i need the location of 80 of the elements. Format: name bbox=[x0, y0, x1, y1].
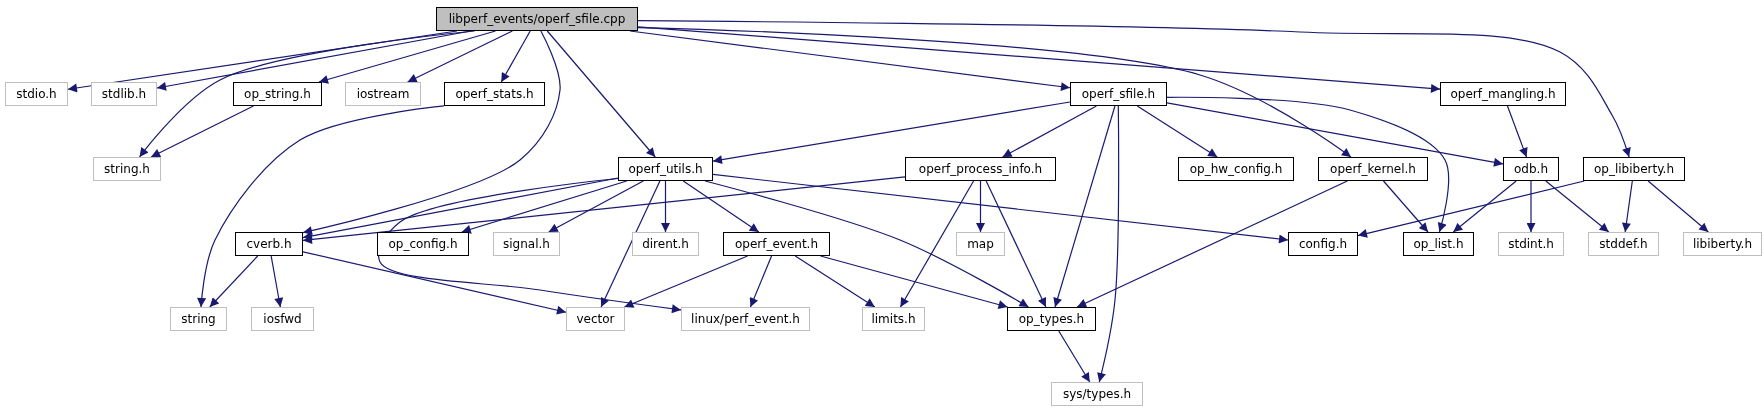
header-file-node: operf_stats.h bbox=[444, 82, 545, 106]
include-arrow bbox=[1506, 105, 1528, 158]
include-arrow bbox=[302, 177, 619, 241]
include-arrow bbox=[661, 180, 670, 233]
include-arrow bbox=[318, 30, 497, 84]
include-arrow bbox=[749, 255, 773, 308]
include-arrow bbox=[637, 26, 1441, 93]
include-arrow bbox=[1002, 105, 1097, 158]
header-file-node: operf_event.h bbox=[723, 232, 830, 256]
include-arrow bbox=[1136, 105, 1218, 158]
include-arrow bbox=[1647, 180, 1709, 233]
include-arrow bbox=[209, 255, 259, 308]
header-file-node: signal.h bbox=[493, 232, 560, 256]
include-arrow bbox=[1166, 102, 1504, 167]
header-file-node: cverb.h bbox=[235, 232, 303, 256]
header-file-node: operf_sfile.h bbox=[1070, 82, 1167, 106]
include-arrow bbox=[378, 177, 682, 314]
include-arrow bbox=[637, 20, 1631, 158]
include-arrow bbox=[546, 30, 656, 158]
header-file-node: operf_process_info.h bbox=[905, 157, 1056, 181]
include-arrow bbox=[1545, 180, 1610, 233]
include-arrow bbox=[712, 101, 1071, 165]
include-arrow bbox=[976, 180, 985, 233]
include-arrow bbox=[407, 30, 513, 83]
header-file-node: stdlib.h bbox=[91, 82, 157, 106]
header-file-node: stddef.h bbox=[1588, 232, 1659, 256]
include-arrow bbox=[302, 176, 906, 244]
header-file-node: operf_kernel.h bbox=[1318, 157, 1428, 181]
include-arrow bbox=[1357, 180, 1585, 238]
header-file-node: stdio.h bbox=[5, 82, 68, 106]
header-file-node: libiberty.h bbox=[1683, 232, 1762, 256]
header-file-node: config.h bbox=[1288, 232, 1358, 256]
include-arrow bbox=[1076, 180, 1348, 308]
header-file-node: vector bbox=[566, 307, 625, 331]
include-arrow bbox=[623, 255, 749, 308]
include-arrow bbox=[150, 105, 254, 158]
include-arrow bbox=[637, 26, 1352, 158]
header-file-node: op_hw_config.h bbox=[1178, 157, 1294, 181]
header-file-node: limits.h bbox=[862, 307, 925, 331]
header-file-node: linux/perf_event.h bbox=[681, 307, 810, 331]
include-arrow bbox=[794, 255, 876, 308]
header-file-node: string bbox=[170, 307, 227, 331]
include-arrow bbox=[600, 180, 661, 308]
header-file-node: map bbox=[956, 232, 1005, 256]
header-file-node: operf_mangling.h bbox=[1440, 82, 1566, 106]
include-arrow bbox=[1382, 180, 1429, 233]
include-arrow bbox=[1053, 105, 1116, 308]
include-arrow bbox=[197, 105, 445, 308]
include-arrow bbox=[1097, 105, 1120, 383]
header-file-node: dirent.h bbox=[632, 232, 699, 256]
header-file-node: sys/types.h bbox=[1051, 382, 1143, 406]
include-arrow bbox=[500, 30, 531, 83]
include-arrow bbox=[712, 173, 1289, 244]
include-arrow bbox=[302, 251, 567, 315]
header-file-node: op_string.h bbox=[233, 82, 322, 106]
header-file-node: op_types.h bbox=[1007, 307, 1096, 331]
include-arrow bbox=[819, 255, 1009, 309]
include-arrow bbox=[1526, 180, 1536, 233]
header-file-node: op_list.h bbox=[1403, 232, 1474, 256]
include-arrow bbox=[1166, 96, 1450, 233]
header-file-node: op_libiberty.h bbox=[1583, 157, 1685, 181]
include-arrow bbox=[704, 180, 1030, 308]
include-arrow bbox=[985, 180, 1047, 308]
header-file-node: iostream bbox=[345, 82, 421, 106]
header-file-node: odb.h bbox=[1503, 157, 1559, 181]
include-arrow bbox=[548, 180, 644, 233]
header-file-node: stdint.h bbox=[1498, 232, 1564, 256]
include-arrow bbox=[270, 255, 284, 308]
include-arrow bbox=[461, 180, 628, 234]
include-arrow bbox=[1621, 180, 1633, 233]
include-arrow bbox=[1058, 330, 1091, 383]
header-file-node: iosfwd bbox=[251, 307, 314, 331]
include-arrow bbox=[682, 180, 760, 233]
header-file-node: string.h bbox=[93, 157, 161, 181]
header-file-node: operf_utils.h bbox=[618, 157, 713, 181]
include-arrow bbox=[899, 180, 975, 308]
header-file-node: op_config.h bbox=[377, 232, 469, 256]
include-arrow bbox=[302, 30, 561, 236]
source-file-node: libperf_events/operf_sfile.cpp bbox=[436, 7, 638, 31]
include-arrow bbox=[1452, 180, 1517, 233]
